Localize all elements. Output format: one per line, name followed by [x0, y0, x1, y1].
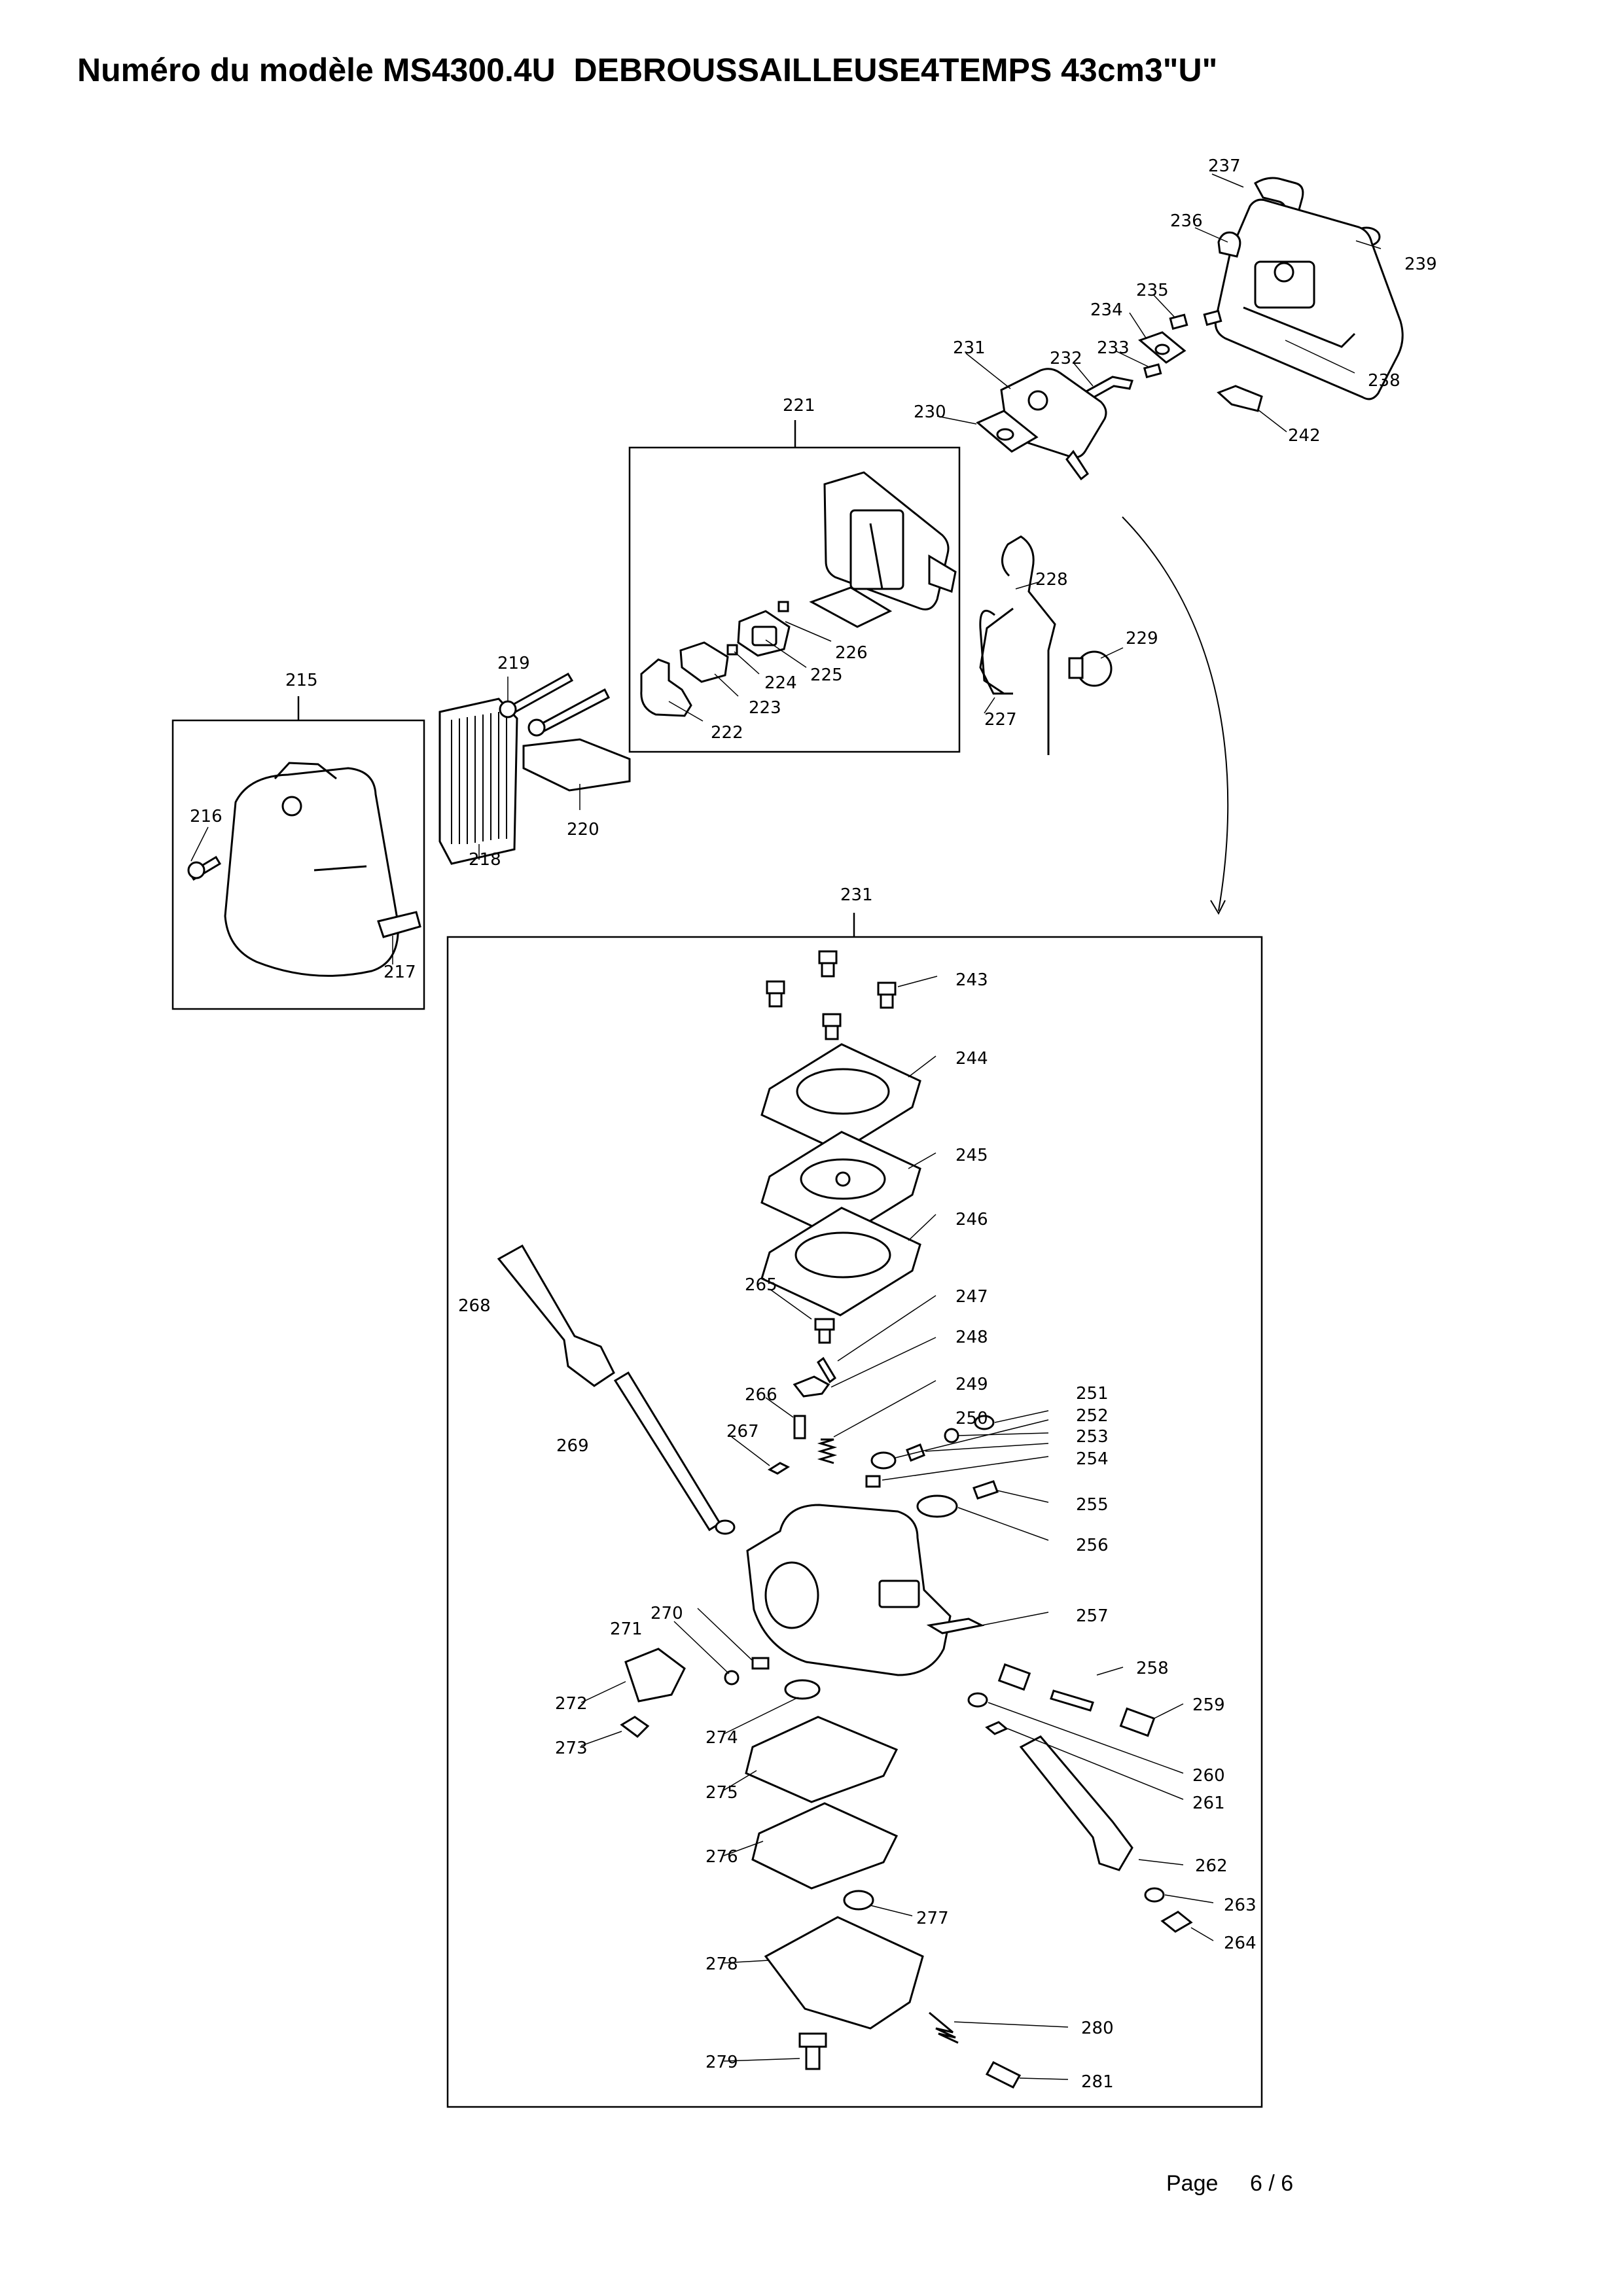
part-label: 271: [610, 1619, 643, 1639]
part-label: 252: [1076, 1406, 1109, 1426]
part-label: 256: [1076, 1536, 1109, 1555]
page-title: Numéro du modèle MS4300.4U DEBROUSSAILLE…: [77, 52, 1218, 88]
part-label: 245: [955, 1146, 988, 1165]
part-label: 261: [1192, 1793, 1225, 1813]
diaphragm-part-276: [751, 1802, 899, 1890]
part-label: 262: [1195, 1856, 1228, 1876]
part-label: 250: [955, 1409, 988, 1428]
hose-part-227: [979, 609, 1005, 695]
part-label: 243: [955, 970, 988, 990]
part-label: 218: [469, 850, 501, 870]
air-cleaner-cover-part-215: [224, 767, 399, 977]
part-label: 215: [285, 671, 318, 690]
part-label: 227: [984, 710, 1017, 730]
lever-part-262: [1019, 1735, 1133, 1871]
gasket-part-275: [745, 1716, 899, 1803]
carburetor-body: [746, 1504, 952, 1676]
part-label: 255: [1076, 1495, 1109, 1515]
part-label: 263: [1224, 1896, 1257, 1915]
part-label: 254: [1076, 1449, 1109, 1469]
part-label: 233: [1097, 338, 1130, 358]
part-label: 269: [556, 1436, 589, 1456]
part-label: 229: [1126, 629, 1158, 648]
part-label: 273: [555, 1739, 588, 1758]
spacer-part-223: [679, 641, 729, 683]
clip-part-242: [1217, 385, 1263, 412]
bolt-part-219: [507, 672, 574, 715]
part-label: 266: [745, 1385, 777, 1405]
shaft-part-268: [497, 1244, 615, 1387]
part-label: 249: [955, 1375, 988, 1394]
disc-part-256: [916, 1494, 958, 1518]
part-label: 234: [1090, 300, 1123, 320]
part-label: 222: [711, 723, 743, 743]
part-labels: 215 216 217 218 219 220 221 222 223 224 …: [190, 156, 1437, 2092]
part-label: 264: [1224, 1934, 1257, 1953]
part-label: 278: [705, 1954, 738, 1974]
part-label: 281: [1081, 2072, 1114, 2092]
part-label: 259: [1192, 1695, 1225, 1715]
cover-part-278: [764, 1916, 924, 2030]
part-label: 238: [1368, 371, 1400, 391]
part-label: 247: [955, 1287, 988, 1307]
part-label: 246: [955, 1210, 988, 1229]
part-label: 242: [1288, 426, 1321, 446]
part-label: 244: [955, 1049, 988, 1069]
part-label: 232: [1050, 349, 1082, 368]
part-label: 237: [1208, 156, 1241, 176]
part-label: 223: [749, 698, 781, 718]
part-label: 226: [835, 643, 868, 663]
part-label: 274: [705, 1728, 738, 1748]
part-label: 230: [914, 402, 946, 422]
shaft-part-269: [613, 1371, 722, 1532]
part-label: 280: [1081, 2019, 1114, 2038]
part-label: 220: [567, 820, 599, 839]
part-label: 275: [705, 1783, 738, 1803]
part-label: 221: [783, 396, 815, 415]
bracket-part-222: [640, 658, 692, 717]
part-label: 248: [955, 1328, 988, 1347]
cap-part-236: [1217, 231, 1241, 258]
part-label: 260: [1192, 1766, 1225, 1786]
part-label: 272: [555, 1694, 588, 1714]
spring-part-280: [929, 2011, 959, 2044]
part-label: 224: [764, 673, 797, 693]
part-label: 228: [1035, 570, 1068, 590]
part-label: 265: [745, 1275, 777, 1295]
part-label: 277: [916, 1909, 949, 1928]
part-label: 251: [1076, 1384, 1109, 1404]
part-label: 231: [953, 338, 986, 358]
part-label: 270: [651, 1604, 683, 1623]
part-label: 257: [1076, 1606, 1109, 1626]
part-label: 239: [1404, 255, 1437, 274]
part-label: 225: [810, 665, 843, 685]
part-label: 217: [383, 963, 416, 982]
part-label: 236: [1170, 211, 1203, 231]
part-label: 216: [190, 807, 223, 826]
part-label: 279: [705, 2053, 738, 2072]
page-number: 6 / 6: [1250, 2171, 1294, 2196]
part-label: 267: [726, 1422, 759, 1441]
element-part-220: [522, 738, 631, 792]
page-label: Page: [1166, 2171, 1219, 2196]
part-label: 268: [458, 1296, 491, 1316]
part-label: 235: [1136, 281, 1169, 300]
hose-part-228: [1001, 535, 1056, 755]
part-label: 253: [1076, 1427, 1109, 1447]
part-217: [377, 911, 421, 938]
screws-part-243: [766, 950, 897, 1040]
lever-part-248: [793, 1375, 830, 1398]
cover-part-272: [624, 1648, 686, 1703]
part-label: 258: [1136, 1659, 1169, 1678]
part-label: 276: [705, 1847, 738, 1867]
part-label: 231: [840, 885, 873, 905]
part-label: 219: [497, 654, 530, 673]
